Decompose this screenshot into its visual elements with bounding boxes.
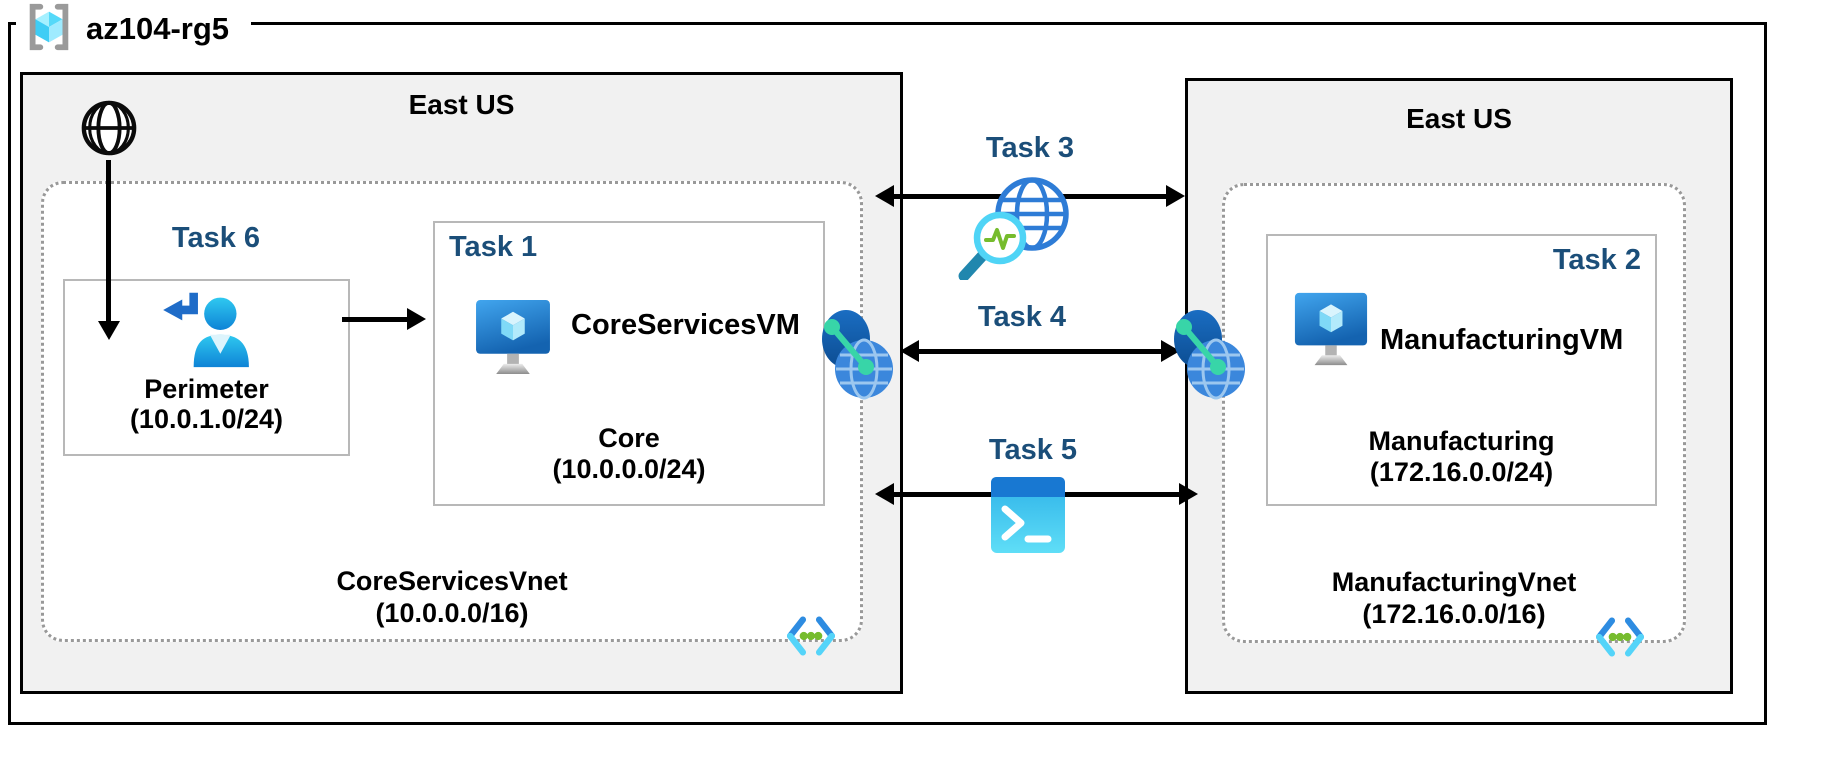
left-vnet-icon [782, 612, 840, 665]
manufacturing-subnet-box: Task 2 ManufacturingVM Manufacturing (17… [1266, 234, 1657, 506]
internet-icon [80, 99, 138, 162]
perimeter-subnet-name: Perimeter [144, 374, 269, 404]
left-region-box: East US Task 6 Perimeter (10.0.1.0/24) [20, 72, 903, 694]
task2-label: Task 2 [1552, 244, 1641, 276]
core-subnet-name: Core [598, 423, 660, 453]
manufacturing-subnet-cidr: (172.16.0.0/24) [1369, 457, 1554, 487]
left-vnet-box: Task 6 Perimeter (10.0.1.0/24) Tas [41, 181, 863, 656]
right-vnet-cidr: (172.16.0.0/16) [1362, 599, 1546, 629]
task1-label: Task 1 [449, 231, 538, 263]
resource-group-header: az104-rg5 [16, 0, 252, 59]
core-vm-icon [471, 289, 555, 390]
network-watcher-icon [952, 176, 1070, 285]
user-entry-icon [65, 289, 348, 374]
left-vnet-name: CoreServicesVnet [336, 566, 568, 596]
resource-group-icon [22, 0, 76, 59]
resource-group-boundary [8, 22, 1767, 725]
task3-label: Task 3 [985, 132, 1075, 164]
task6-label: Task 6 [171, 222, 261, 254]
manufacturing-vm-name: ManufacturingVM [1380, 324, 1624, 356]
task4-label: Task 4 [977, 301, 1067, 333]
manufacturing-subnet-name: Manufacturing [1368, 426, 1555, 456]
peering-icon-right [1168, 307, 1252, 408]
perimeter-subnet-cidr: (10.0.1.0/24) [129, 404, 284, 434]
perimeter-subnet-box: Perimeter (10.0.1.0/24) [63, 279, 350, 456]
internet-to-perimeter-arrow [97, 160, 120, 340]
right-region-title: East US [1406, 103, 1512, 134]
cloud-shell-icon [990, 476, 1066, 559]
right-vnet-name: ManufacturingVnet [1331, 567, 1577, 597]
core-vm-name: CoreServicesVM [571, 309, 800, 341]
manufacturing-vm-icon [1290, 282, 1372, 381]
right-region-box: East US Task 2 ManufacturingVM [1185, 78, 1733, 694]
peering-icon-left [816, 307, 900, 408]
right-vnet-box: Task 2 ManufacturingVM Manufacturing (17… [1222, 183, 1686, 657]
core-subnet-box: Task 1 CoreServicesVM Core (10.0.0.0/24) [433, 221, 825, 506]
task5-label: Task 5 [988, 434, 1078, 466]
resource-group-name: az104-rg5 [86, 11, 230, 46]
left-vnet-cidr: (10.0.0.0/16) [375, 598, 529, 628]
perimeter-to-vm-arrow [342, 308, 426, 330]
core-subnet-cidr: (10.0.0.0/24) [552, 454, 706, 484]
left-region-title: East US [408, 89, 515, 120]
right-vnet-icon [1591, 613, 1649, 666]
task4-arrow [900, 340, 1180, 362]
